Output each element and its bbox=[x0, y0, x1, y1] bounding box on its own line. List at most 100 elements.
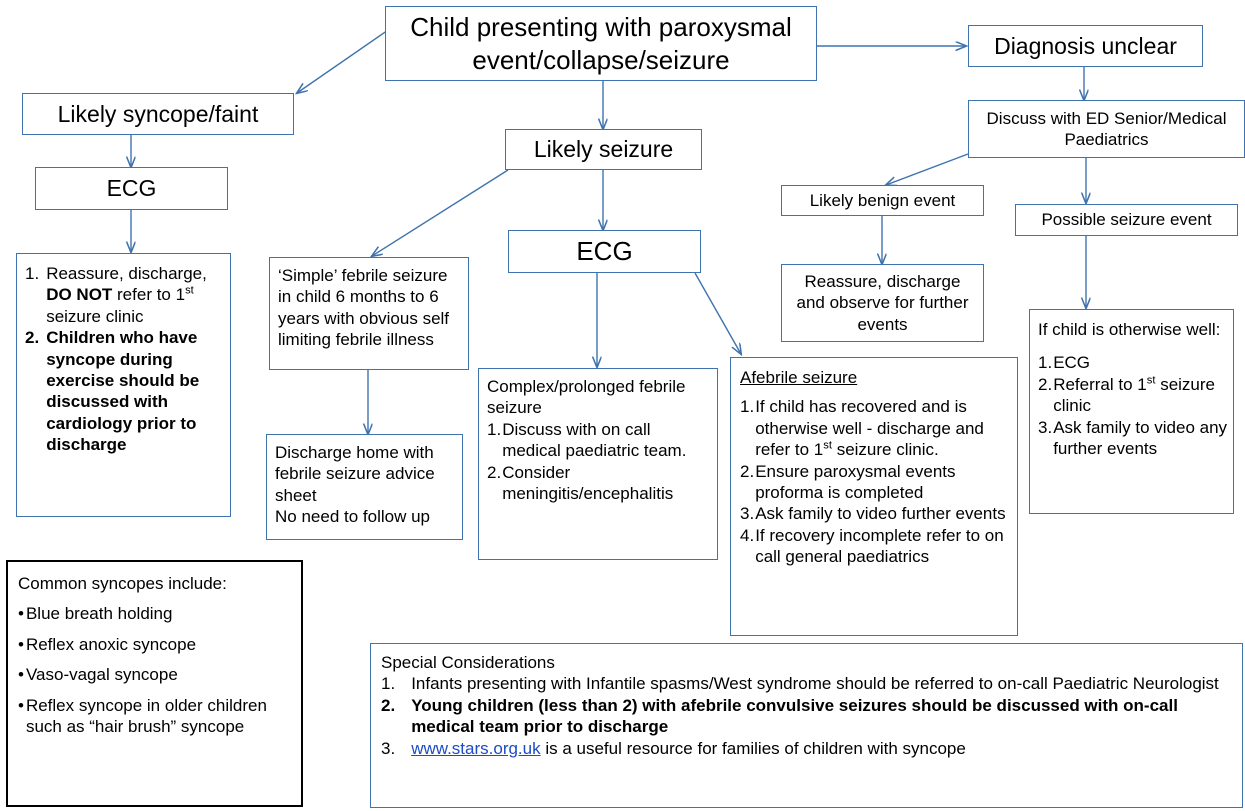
list-text: Referral to 1st seizure clinic bbox=[1053, 374, 1215, 416]
list-text: Reflex syncope in older children such as… bbox=[25, 695, 267, 737]
list-item: 1. Reassure, discharge, DO NOT refer to … bbox=[25, 263, 224, 327]
node-if-well[interactable]: If child is otherwise well: 1. ECG 2. Re… bbox=[1029, 309, 1234, 514]
node-reassure-discharge-label: Reassure, discharge and observe for furt… bbox=[796, 271, 969, 334]
edge-discuss-ed-to-benign bbox=[886, 153, 969, 185]
node-root-label: Child presenting with paroxysmal event/c… bbox=[410, 11, 792, 75]
list-text: Discuss with on call medical paediatric … bbox=[502, 419, 687, 461]
list-item: 2. Young children (less than 2) with afe… bbox=[381, 695, 1234, 738]
list-number: 1. bbox=[487, 419, 502, 439]
node-seizure-ecg-label: ECG bbox=[576, 236, 633, 267]
list-number: 4. bbox=[740, 525, 755, 545]
bullet-icon: • bbox=[18, 695, 24, 715]
node-syncope-actions[interactable]: 1. Reassure, discharge, DO NOT refer to … bbox=[16, 253, 231, 517]
list-text: If child has recovered and is otherwise … bbox=[755, 397, 984, 460]
note-common-syncopes[interactable]: Common syncopes include: • Blue breath h… bbox=[6, 560, 303, 807]
node-likely-seizure[interactable]: Likely seizure bbox=[505, 129, 702, 170]
afebrile-heading: Afebrile seizure bbox=[740, 368, 858, 387]
list-number: 1. bbox=[25, 264, 40, 283]
list-number: 2. bbox=[1038, 374, 1053, 394]
node-simple-febrile[interactable]: ‘Simple’ febrile seizure in child 6 mont… bbox=[269, 257, 469, 370]
node-possible-seizure-label: Possible seizure event bbox=[1041, 210, 1212, 230]
list-number: 2. bbox=[381, 695, 396, 715]
list-text: Ask family to video further events bbox=[755, 504, 1006, 524]
node-likely-seizure-label: Likely seizure bbox=[533, 136, 674, 163]
node-discuss-ed[interactable]: Discuss with ED Senior/Medical Paediatri… bbox=[968, 100, 1245, 158]
list-text: If recovery incomplete refer to on call … bbox=[755, 525, 1004, 567]
node-discuss-ed-label: Discuss with ED Senior/Medical Paediatri… bbox=[986, 108, 1227, 149]
special-considerations-list: 1. Infants presenting with Infantile spa… bbox=[381, 673, 1234, 759]
bullet-icon: • bbox=[18, 634, 24, 654]
stars-link-suffix: is a useful resource for families of chi… bbox=[540, 738, 966, 758]
special-considerations-heading: Special Considerations bbox=[381, 653, 555, 672]
discharge-home-line-1: Discharge home with febrile seizure advi… bbox=[275, 443, 435, 505]
list-text: Reflex anoxic syncope bbox=[25, 634, 197, 654]
node-likely-syncope-label: Likely syncope/faint bbox=[57, 100, 259, 127]
node-possible-seizure[interactable]: Possible seizure event bbox=[1015, 204, 1238, 236]
list-text: Blue breath holding bbox=[25, 604, 173, 624]
list-item: • Vaso-vagal syncope bbox=[18, 664, 293, 685]
list-item: 2. Referral to 1st seizure clinic bbox=[1038, 374, 1228, 417]
list-item: 2. Ensure paroxysmal events proforma is … bbox=[740, 461, 1012, 504]
list-number: 1. bbox=[381, 674, 396, 694]
list-number: 3. bbox=[740, 504, 755, 524]
complex-febrile-heading: Complex/prolonged febrile seizure bbox=[487, 377, 686, 418]
node-syncope-ecg-label: ECG bbox=[106, 175, 157, 202]
list-item: • Blue breath holding bbox=[18, 603, 293, 624]
node-likely-benign[interactable]: Likely benign event bbox=[781, 185, 984, 216]
list-number: 2. bbox=[25, 328, 40, 348]
if-well-list: 1. ECG 2. Referral to 1st seizure clinic… bbox=[1038, 352, 1228, 459]
list-text: www.stars.org.uk is a useful resource fo… bbox=[411, 738, 1234, 759]
edge-root-to-syncope bbox=[297, 27, 392, 93]
list-item: 3. www.stars.org.uk is a useful resource… bbox=[381, 738, 1234, 759]
discharge-home-line-2: No need to follow up bbox=[275, 507, 430, 527]
list-item: 1. Infants presenting with Infantile spa… bbox=[381, 673, 1234, 694]
note-special-considerations[interactable]: Special Considerations 1. Infants presen… bbox=[370, 643, 1243, 808]
list-text: Children who have syncope during exercis… bbox=[46, 328, 200, 455]
node-reassure-discharge[interactable]: Reassure, discharge and observe for furt… bbox=[781, 264, 984, 342]
common-syncopes-heading: Common syncopes include: bbox=[18, 574, 227, 593]
node-syncope-ecg[interactable]: ECG bbox=[35, 167, 228, 210]
list-item: 2. Children who have syncope during exer… bbox=[25, 327, 224, 455]
list-item: 3. Ask family to video further events bbox=[740, 503, 1012, 524]
list-item: 4. If recovery incomplete refer to on ca… bbox=[740, 525, 1012, 568]
list-number: 3. bbox=[381, 738, 396, 758]
list-number: 3. bbox=[1038, 417, 1053, 437]
node-likely-syncope[interactable]: Likely syncope/faint bbox=[22, 93, 294, 135]
list-item: • Reflex syncope in older children such … bbox=[18, 695, 293, 738]
list-item: 1. If child has recovered and is otherwi… bbox=[740, 396, 1012, 460]
node-seizure-ecg[interactable]: ECG bbox=[508, 230, 701, 273]
node-diagnosis-unclear[interactable]: Diagnosis unclear bbox=[968, 25, 1203, 67]
stars-link[interactable]: www.stars.org.uk bbox=[411, 738, 541, 758]
list-text: Consider meningitis/encephalitis bbox=[502, 462, 674, 504]
list-text: Vaso-vagal syncope bbox=[25, 665, 178, 685]
node-simple-febrile-label: ‘Simple’ febrile seizure in child 6 mont… bbox=[278, 266, 450, 350]
list-text: ECG bbox=[1053, 353, 1091, 373]
list-text: Ensure paroxysmal events proforma is com… bbox=[755, 461, 956, 503]
node-diagnosis-unclear-label: Diagnosis unclear bbox=[994, 32, 1177, 59]
if-well-heading: If child is otherwise well: bbox=[1038, 320, 1221, 339]
list-item: 3. Ask family to video any further event… bbox=[1038, 417, 1228, 460]
list-text: Ask family to video any further events bbox=[1053, 417, 1228, 459]
list-text: Infants presenting with Infantile spasms… bbox=[411, 674, 1219, 694]
list-number: 2. bbox=[487, 462, 502, 482]
list-text: Reassure, discharge, DO NOT refer to 1st… bbox=[46, 264, 207, 326]
edge-seizure-to-simple-febrile bbox=[372, 169, 509, 256]
bullet-icon: • bbox=[18, 604, 24, 624]
node-root[interactable]: Child presenting with paroxysmal event/c… bbox=[385, 6, 817, 81]
edge-ecg-to-afebrile bbox=[694, 272, 741, 354]
node-discharge-home[interactable]: Discharge home with febrile seizure advi… bbox=[266, 434, 463, 540]
bullet-icon: • bbox=[18, 665, 24, 685]
list-number: 2. bbox=[740, 461, 755, 481]
node-likely-benign-label: Likely benign event bbox=[809, 190, 956, 210]
list-text: Young children (less than 2) with afebri… bbox=[411, 695, 1178, 737]
list-number: 1. bbox=[1038, 353, 1053, 373]
node-afebrile-seizure[interactable]: Afebrile seizure 1. If child has recover… bbox=[730, 357, 1018, 636]
complex-febrile-list: 1. Discuss with on call medical paediatr… bbox=[487, 419, 712, 505]
node-complex-febrile[interactable]: Complex/prolonged febrile seizure 1. Dis… bbox=[478, 368, 718, 560]
afebrile-list: 1. If child has recovered and is otherwi… bbox=[740, 396, 1012, 567]
syncope-actions-list: 1. Reassure, discharge, DO NOT refer to … bbox=[25, 263, 224, 456]
list-item: 1. ECG bbox=[1038, 352, 1228, 373]
list-item: 1. Discuss with on call medical paediatr… bbox=[487, 419, 712, 462]
list-number: 1. bbox=[740, 397, 755, 417]
